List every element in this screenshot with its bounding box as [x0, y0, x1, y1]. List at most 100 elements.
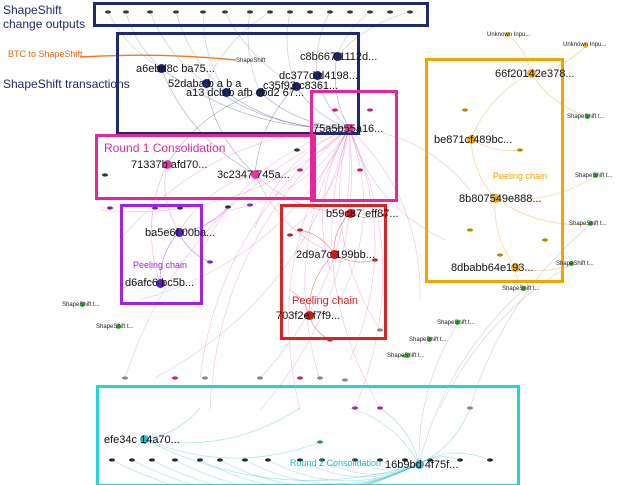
- change-output-dot[interactable]: [387, 10, 393, 14]
- tx-dot[interactable]: [152, 206, 158, 210]
- node-c8b66[interactable]: [333, 52, 342, 61]
- round2-edge: [267, 459, 420, 482]
- node-shapeshift-t-2[interactable]: [593, 173, 598, 178]
- node-shapeshift-t-9[interactable]: [427, 337, 432, 342]
- node-shapeshift-t-6[interactable]: [80, 302, 85, 307]
- node-a13de[interactable]: [222, 88, 231, 97]
- node-c35f9[interactable]: [292, 82, 301, 91]
- tx-dot[interactable]: [287, 233, 293, 237]
- node-efe34[interactable]: [140, 435, 149, 444]
- round2-dot[interactable]: [352, 458, 358, 462]
- round2-edge: [379, 407, 420, 465]
- tx-dot[interactable]: [467, 228, 473, 232]
- round2-dot[interactable]: [377, 458, 383, 462]
- tx-dot[interactable]: [202, 376, 208, 380]
- round2-dot[interactable]: [487, 458, 493, 462]
- tx-dot[interactable]: [177, 206, 183, 210]
- round2-edge: [143, 407, 301, 444]
- tx-dot[interactable]: [517, 148, 523, 152]
- round2-dot[interactable]: [109, 458, 115, 462]
- change-output-dot[interactable]: [347, 10, 353, 14]
- round2-dot[interactable]: [427, 458, 433, 462]
- tx-dot[interactable]: [377, 328, 383, 332]
- round2-dot[interactable]: [297, 458, 303, 462]
- tx-dot[interactable]: [372, 258, 378, 262]
- round2-dot[interactable]: [242, 458, 248, 462]
- round2-dot[interactable]: [457, 458, 463, 462]
- tx-dot[interactable]: [102, 173, 108, 177]
- node-71337[interactable]: [163, 160, 172, 169]
- tx-dot[interactable]: [317, 440, 323, 444]
- round2-dot[interactable]: [402, 458, 408, 462]
- tx-dot[interactable]: [317, 376, 323, 380]
- tx-dot[interactable]: [332, 108, 338, 112]
- tx-dot[interactable]: [207, 260, 213, 264]
- node-shapeshift-t-4[interactable]: [569, 261, 574, 266]
- node-66f20[interactable]: [527, 69, 536, 78]
- round2-dot[interactable]: [265, 458, 271, 462]
- node-shapeshift-t-1[interactable]: [585, 114, 590, 119]
- node-8b807[interactable]: [491, 194, 500, 203]
- node-3c234[interactable]: [251, 170, 260, 179]
- node-703f2[interactable]: [305, 311, 314, 320]
- node-dc377[interactable]: [313, 71, 322, 80]
- tx-dot[interactable]: [367, 108, 373, 112]
- node-a6ebd[interactable]: [157, 64, 166, 73]
- tx-edge: [225, 91, 350, 129]
- change-edge: [175, 11, 227, 93]
- node-52dab[interactable]: [202, 79, 211, 88]
- node-a13de-b[interactable]: [256, 88, 265, 97]
- tx-dot[interactable]: [247, 203, 253, 207]
- change-edge: [205, 11, 271, 84]
- round2-dot[interactable]: [129, 458, 135, 462]
- node-shapeshift-t-7[interactable]: [116, 324, 121, 329]
- tx-dot[interactable]: [342, 378, 348, 382]
- node-2d9a7[interactable]: [330, 250, 339, 259]
- round2-dot[interactable]: [172, 458, 178, 462]
- tx-edge: [166, 91, 261, 165]
- tx-dot[interactable]: [172, 376, 178, 380]
- tx-dot[interactable]: [225, 205, 231, 209]
- round2-dot[interactable]: [217, 458, 223, 462]
- node-be871[interactable]: [467, 135, 476, 144]
- round2-dot[interactable]: [149, 458, 155, 462]
- node-b59c8[interactable]: [346, 209, 355, 218]
- node-unknown-input-1[interactable]: [505, 32, 510, 37]
- tx-dot[interactable]: [542, 238, 548, 242]
- tx-dot[interactable]: [377, 406, 383, 410]
- tx-dot[interactable]: [297, 228, 303, 232]
- tx-dot[interactable]: [122, 376, 128, 380]
- tx-dot[interactable]: [467, 406, 473, 410]
- node-shapeshift-t-8[interactable]: [455, 320, 460, 325]
- tx-dot[interactable]: [294, 148, 300, 152]
- round2-dot[interactable]: [319, 458, 325, 462]
- consolidation-edge: [348, 127, 376, 361]
- tx-dot[interactable]: [352, 406, 358, 410]
- node-16b9b[interactable]: [415, 460, 424, 469]
- node-ba5e6[interactable]: [175, 228, 184, 237]
- tx-dot[interactable]: [297, 168, 303, 172]
- round2-edge: [418, 407, 471, 465]
- tx-dot[interactable]: [357, 168, 363, 172]
- purple-peeling-box: [120, 204, 203, 305]
- tx-dot[interactable]: [257, 376, 263, 380]
- label-3c234: 3c2347 745a...: [217, 169, 290, 181]
- round1-consolidation-box: [95, 134, 316, 200]
- node-shapeshift-t-10[interactable]: [405, 353, 410, 358]
- round2-edge: [151, 459, 420, 485]
- node-d6afc[interactable]: [156, 279, 165, 288]
- node-75a5b[interactable]: [345, 124, 354, 133]
- tx-dot[interactable]: [297, 376, 303, 380]
- node-shapeshift-t-3[interactable]: [588, 221, 593, 226]
- tx-dot[interactable]: [462, 108, 468, 112]
- change-output-dot[interactable]: [307, 10, 313, 14]
- node-shapeshift-t-5[interactable]: [521, 286, 526, 291]
- round2-dot[interactable]: [197, 458, 203, 462]
- tx-dot[interactable]: [107, 206, 113, 210]
- magenta-upper-box: [310, 90, 398, 202]
- link-edge: [469, 223, 592, 409]
- round2-edge: [219, 459, 420, 485]
- node-unknown-input-2[interactable]: [583, 43, 588, 48]
- node-8dbab[interactable]: [511, 263, 520, 272]
- tx-dot[interactable]: [497, 253, 503, 257]
